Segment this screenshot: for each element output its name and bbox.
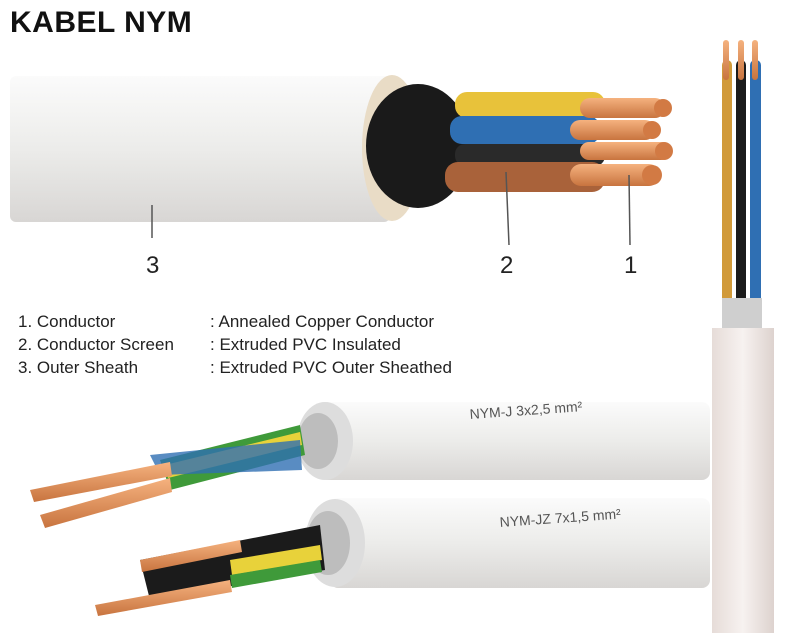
callout-3: 3 <box>146 252 160 279</box>
legend-label: 3. Outer Sheath <box>18 358 139 377</box>
copper-end <box>654 99 672 117</box>
leader-line-2 <box>505 171 510 246</box>
leader-line-1 <box>628 174 631 246</box>
yellow-conductor <box>455 92 605 118</box>
cable-nym-jz-sheath <box>330 498 710 588</box>
vertical-outer-sheath <box>712 328 774 633</box>
copper-tip <box>752 40 758 80</box>
legend-label: 1. Conductor <box>18 312 116 331</box>
copper-strand-3 <box>580 142 670 160</box>
copper-end <box>642 165 662 185</box>
copper-strand-1 <box>580 98 665 118</box>
cable-print-top: NYM-J 3x2,5 mm² <box>469 398 583 422</box>
black-conductor <box>455 144 605 166</box>
page-title: KABEL NYM <box>10 6 193 39</box>
legend-value: : Extruded PVC Insulated <box>210 335 401 354</box>
callout-1: 1 <box>624 252 638 279</box>
copper-strands <box>140 540 242 572</box>
filler-end <box>298 413 338 469</box>
callout-2: 2 <box>500 252 514 279</box>
copper-tip <box>723 40 729 80</box>
yellow-wire <box>722 60 732 310</box>
vertical-cable <box>712 40 774 633</box>
copper-strand-2 <box>570 120 655 140</box>
top-cable <box>10 75 673 246</box>
blue-conductor <box>450 116 600 144</box>
green-yellow-wire <box>230 545 322 575</box>
inner-filler <box>366 84 470 208</box>
black-wire <box>736 60 746 310</box>
blue-wire <box>150 440 302 475</box>
copper-end <box>655 142 673 160</box>
outer-sheath <box>10 76 390 222</box>
copper-strands <box>95 580 232 616</box>
copper-strands <box>30 462 172 502</box>
copper-end <box>643 121 661 139</box>
legend-value: : Annealed Copper Conductor <box>210 312 434 331</box>
bottom-cables: NYM-J 3x2,5 mm² NYM-JZ 7x1,5 mm² <box>30 398 710 616</box>
legend-value: : Extruded PVC Outer Sheathed <box>210 358 452 377</box>
copper-strand-4 <box>570 164 660 186</box>
copper-tip <box>738 40 744 80</box>
brown-conductor <box>445 162 605 192</box>
legend-label: 2. Conductor Screen <box>18 335 174 354</box>
copper-strands <box>40 478 172 528</box>
blue-wire <box>750 60 761 310</box>
cable-nym-j-sheath <box>320 402 710 480</box>
green-stripe <box>230 560 322 588</box>
